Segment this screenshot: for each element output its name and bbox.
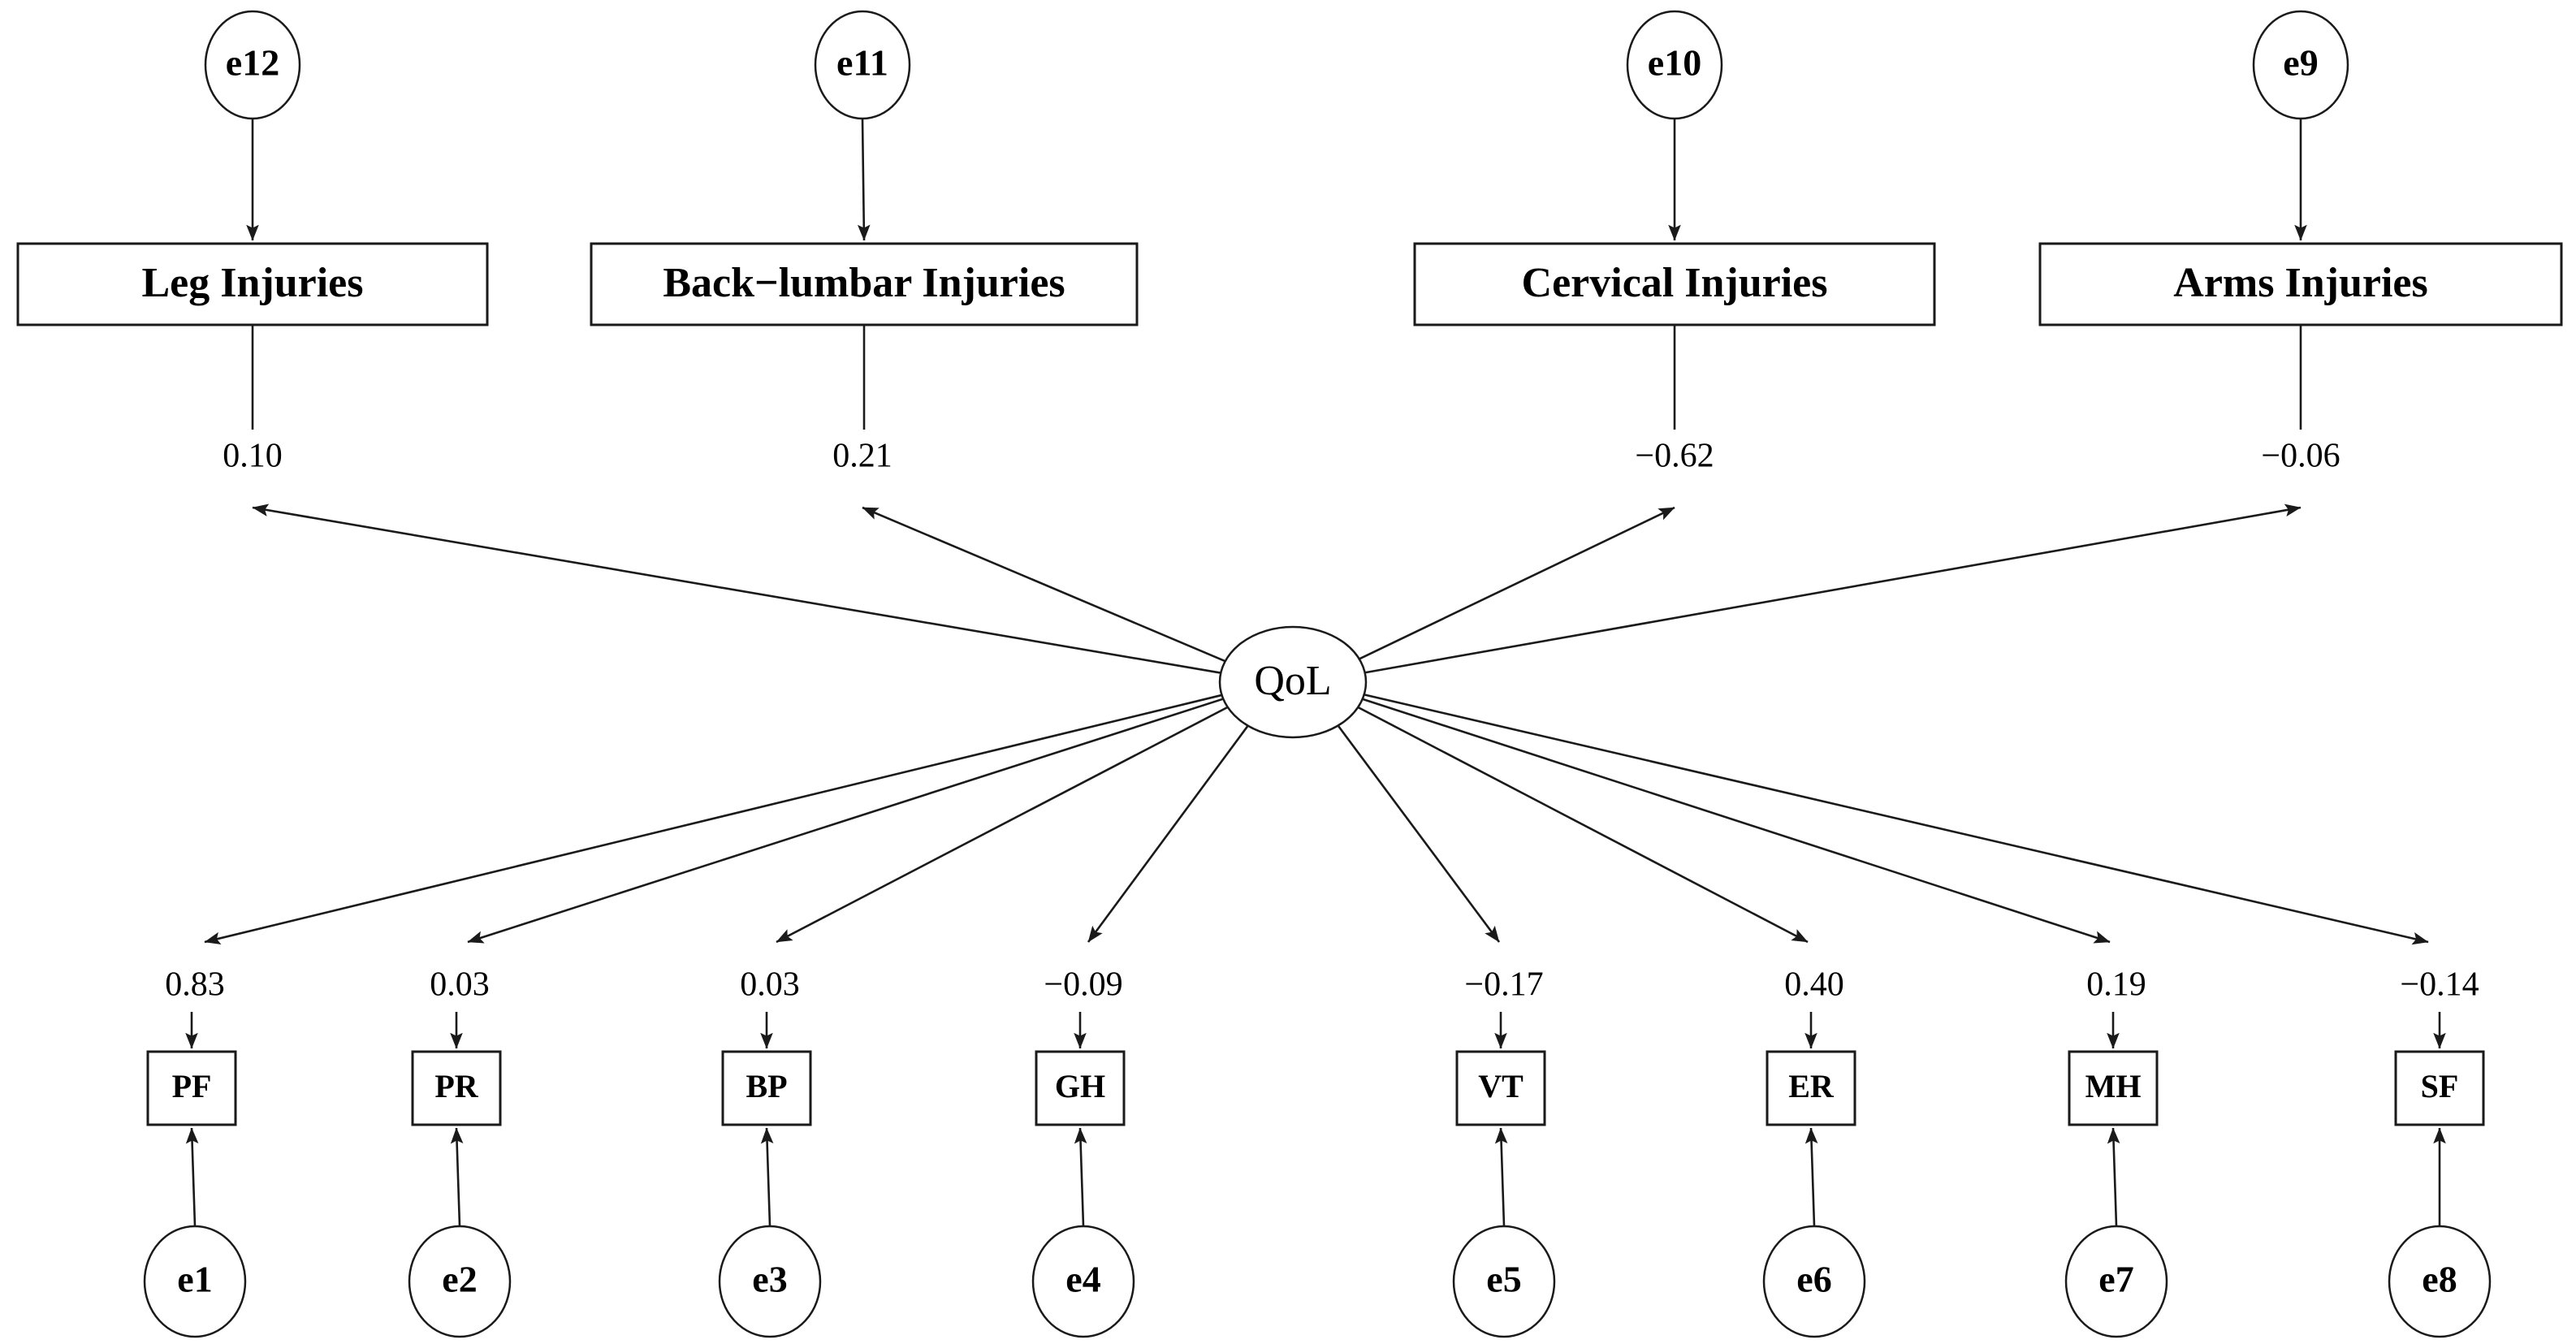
edge-e3-to-bp bbox=[760, 1127, 774, 1227]
outcome-box-label: Cervical Injuries bbox=[1522, 260, 1828, 306]
indicator-boxes: PF PR BP GH VT ER MH SF bbox=[146, 1050, 2485, 1126]
error-node-label: e12 bbox=[226, 42, 279, 84]
coefficient-to-indicator-stems bbox=[185, 1012, 2446, 1049]
latent-variable-node: QoL bbox=[1218, 625, 1368, 739]
coefficient-label-cervical: −0.62 bbox=[1635, 438, 1714, 475]
error-node-e6[interactable]: e6 bbox=[1762, 1225, 1866, 1338]
coefficient-label-bp: 0.03 bbox=[740, 966, 800, 1004]
coefficient-label-sf: −0.14 bbox=[2400, 966, 2479, 1004]
outcome-box-label: Leg Injuries bbox=[142, 260, 364, 306]
indicator-box-gh[interactable]: GH bbox=[1035, 1050, 1126, 1126]
coefficient-label-er: 0.40 bbox=[1784, 966, 1844, 1004]
error-node-e7[interactable]: e7 bbox=[2064, 1225, 2168, 1338]
error-node-e10[interactable]: e10 bbox=[1626, 10, 1723, 120]
error-node-label: e1 bbox=[177, 1259, 212, 1300]
outcome-box-cervical[interactable]: Cervical Injuries bbox=[1413, 242, 1936, 326]
error-node-label: e6 bbox=[1796, 1259, 1831, 1300]
edge-qol-to-pf bbox=[204, 694, 1225, 945]
indicator-box-er[interactable]: ER bbox=[1766, 1050, 1856, 1126]
edge-qol-to-cervical bbox=[1356, 506, 1675, 661]
error-to-indicator-edges bbox=[185, 1127, 2446, 1227]
outcome-box-back[interactable]: Back−lumbar Injuries bbox=[590, 242, 1139, 326]
coefficient-label-mh: 0.19 bbox=[2086, 966, 2146, 1004]
error-node-e11[interactable]: e11 bbox=[814, 10, 911, 120]
edge-qol-to-back bbox=[862, 506, 1228, 663]
edge-qol-to-vt bbox=[1336, 723, 1501, 943]
indicator-box-bp[interactable]: BP bbox=[721, 1050, 812, 1126]
outcome-box-label: Arms Injuries bbox=[2173, 260, 2427, 306]
edge-e1-to-pf bbox=[185, 1127, 199, 1227]
qol-to-outcome-edges bbox=[252, 503, 2302, 675]
outcome-box-arms[interactable]: Arms Injuries bbox=[2038, 242, 2563, 326]
error-node-label: e5 bbox=[1486, 1259, 1521, 1300]
error-node-e3[interactable]: e3 bbox=[718, 1225, 822, 1338]
coefficient-label-arms: −0.06 bbox=[2261, 438, 2340, 475]
error-node-label: e2 bbox=[442, 1259, 477, 1300]
edge-qol-to-er bbox=[1355, 705, 1809, 944]
error-node-e1[interactable]: e1 bbox=[143, 1225, 247, 1338]
edge-qol-to-leg bbox=[252, 503, 1224, 675]
indicator-box-label: PR bbox=[434, 1068, 478, 1104]
indicator-box-label: MH bbox=[2085, 1068, 2142, 1104]
error-node-label: e11 bbox=[836, 42, 888, 84]
outcome-box-label: Back−lumbar Injuries bbox=[663, 260, 1065, 306]
indicator-box-label: SF bbox=[2421, 1068, 2459, 1104]
upper-coefficient-labels: 0.10 0.21 −0.62 −0.06 bbox=[223, 438, 2340, 475]
latent-node-qol[interactable]: QoL bbox=[1218, 625, 1368, 739]
qol-to-indicator-edges bbox=[204, 693, 2429, 945]
error-node-label: e10 bbox=[1648, 42, 1701, 84]
coefficient-label-leg: 0.10 bbox=[223, 438, 283, 475]
coefficient-label-pr: 0.03 bbox=[430, 966, 490, 1004]
error-node-label: e4 bbox=[1065, 1259, 1100, 1300]
edge-qol-to-gh bbox=[1087, 724, 1251, 943]
indicator-box-label: PF bbox=[172, 1068, 212, 1104]
coefficient-label-vt: −0.17 bbox=[1464, 966, 1543, 1004]
error-node-label: e7 bbox=[2098, 1259, 2133, 1300]
edge-e7-to-mh bbox=[2107, 1127, 2120, 1227]
edge-e2-to-pr bbox=[450, 1127, 464, 1227]
error-node-label: e3 bbox=[752, 1259, 787, 1300]
indicator-box-label: ER bbox=[1788, 1068, 1835, 1104]
error-node-e12[interactable]: e12 bbox=[204, 10, 301, 120]
error-node-e4[interactable]: e4 bbox=[1031, 1225, 1135, 1338]
indicator-box-label: BP bbox=[746, 1068, 787, 1104]
outcome-box-leg[interactable]: Leg Injuries bbox=[16, 242, 489, 326]
error-to-outcome-edges bbox=[246, 118, 2307, 241]
error-node-label: e9 bbox=[2283, 42, 2318, 84]
coefficient-label-back: 0.21 bbox=[832, 438, 893, 475]
indicator-box-pr[interactable]: PR bbox=[411, 1050, 502, 1126]
edge-e6-to-er bbox=[1804, 1127, 1818, 1227]
indicator-box-pf[interactable]: PF bbox=[146, 1050, 237, 1126]
outcome-boxes: Leg Injuries Back−lumbar Injuries Cervical… bbox=[16, 242, 2563, 326]
edge-e11-to-back bbox=[857, 118, 871, 241]
coefficient-label-pf: 0.83 bbox=[165, 966, 225, 1004]
latent-node-label: QoL bbox=[1254, 658, 1331, 704]
coefficient-label-gh: −0.09 bbox=[1044, 966, 1122, 1004]
error-node-label: e8 bbox=[2422, 1259, 2457, 1300]
indicator-box-mh[interactable]: MH bbox=[2068, 1050, 2159, 1126]
lower-coefficient-labels: 0.83 0.03 0.03 −0.09 −0.17 0.40 0.19 −0.14 bbox=[165, 966, 2479, 1004]
error-node-e8[interactable]: e8 bbox=[2388, 1225, 2492, 1338]
edge-e5-to-vt bbox=[1494, 1127, 1508, 1227]
upper-error-nodes: e12 e11 e10 e9 bbox=[204, 10, 2349, 120]
edge-qol-to-sf bbox=[1361, 693, 2429, 945]
indicator-box-sf[interactable]: SF bbox=[2394, 1050, 2485, 1126]
error-node-e2[interactable]: e2 bbox=[408, 1225, 512, 1338]
edge-qol-to-mh bbox=[1359, 697, 2111, 944]
indicator-box-vt[interactable]: VT bbox=[1455, 1050, 1546, 1126]
edge-qol-to-bp bbox=[776, 705, 1230, 944]
lower-error-nodes: e1 e2 e3 e4 e5 e6 e7 e8 bbox=[143, 1225, 2492, 1338]
edge-qol-to-arms bbox=[1362, 503, 2302, 675]
coefficient-to-outcome-stems bbox=[251, 325, 2302, 430]
edge-qol-to-pr bbox=[467, 697, 1226, 944]
error-node-e5[interactable]: e5 bbox=[1452, 1225, 1556, 1338]
error-node-e9[interactable]: e9 bbox=[2252, 10, 2349, 120]
indicator-box-label: VT bbox=[1478, 1068, 1524, 1104]
edge-e4-to-gh bbox=[1074, 1127, 1087, 1227]
indicator-box-label: GH bbox=[1055, 1068, 1105, 1104]
